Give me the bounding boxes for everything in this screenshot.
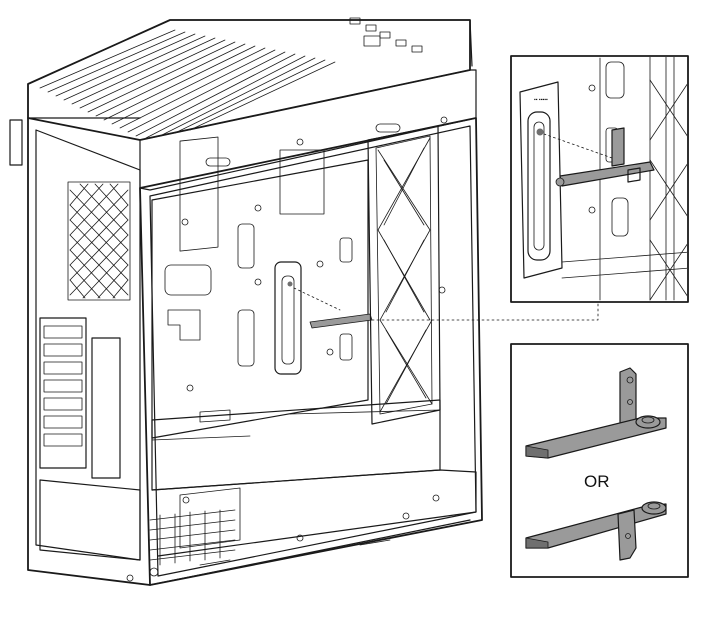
gpu-bracket-installed xyxy=(309,313,373,329)
svg-text:▪▪ ▪▪▪▪▪: ▪▪ ▪▪▪▪▪ xyxy=(534,97,548,103)
top-vent-grooves xyxy=(39,29,336,139)
callout-leader-line xyxy=(371,301,599,321)
or-label: OR xyxy=(584,472,610,491)
pc-case xyxy=(9,17,483,586)
detail-callout-box: ▪▪ ▪▪▪▪▪ xyxy=(510,55,689,303)
detail-screw-hole xyxy=(536,128,544,136)
bracket-option-b xyxy=(525,501,667,561)
bottom-mesh xyxy=(149,509,236,566)
detail-gpu-slot xyxy=(527,111,551,261)
bracket-option-a xyxy=(525,367,667,459)
front-fan-frame xyxy=(367,116,448,425)
gpu-holder-slot-case xyxy=(274,261,302,375)
bracket-options-box: OR xyxy=(510,343,689,578)
psu-shroud xyxy=(126,399,477,582)
motherboard-tray xyxy=(151,136,373,439)
expansion-slots xyxy=(39,317,121,479)
case-rear-frame xyxy=(9,19,473,586)
front-io-buttons xyxy=(349,17,423,53)
rear-fan-mesh xyxy=(69,183,129,299)
